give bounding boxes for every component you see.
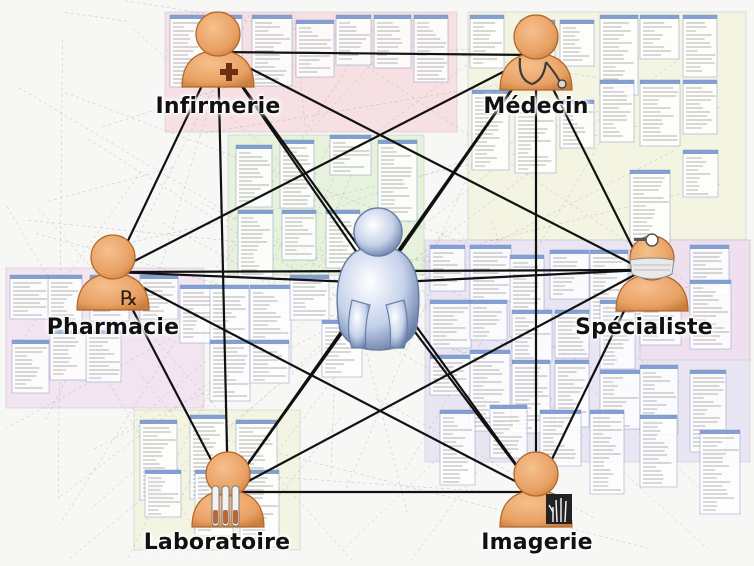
- schema-table: [429, 244, 466, 292]
- schema-table: [9, 274, 50, 320]
- connection-medecin-specialiste: [534, 53, 646, 272]
- specialiste-label: Spécialiste: [575, 315, 713, 340]
- connection-pharmacie-imagerie: [111, 270, 538, 494]
- schema-table: [489, 404, 528, 459]
- schema-table: [209, 339, 251, 402]
- schema-relation-line: [210, 29, 373, 277]
- schema-relation-line: [59, 286, 335, 498]
- schema-relation-line: [259, 100, 627, 237]
- connection-patient-pharmacie: [111, 270, 380, 285]
- schema-table: [237, 209, 274, 278]
- schema-table: [699, 429, 741, 515]
- schema-relation-line: [5, 203, 202, 542]
- schema-table: [11, 339, 50, 394]
- schema-relation-line: [59, 197, 266, 525]
- schema-table: [554, 309, 590, 359]
- connection-infirmerie-specialiste: [216, 50, 646, 272]
- connection-specialiste-laboratoire: [226, 268, 646, 494]
- schema-table: [629, 169, 671, 244]
- schema-relation-line: [214, 232, 445, 443]
- test-tubes-icon: [211, 485, 240, 527]
- schema-relation-line: [61, 11, 128, 22]
- schema-table: [559, 19, 595, 67]
- schema-relation-line: [57, 38, 63, 499]
- schema-table: [439, 409, 476, 486]
- medical-cross-icon: [220, 63, 238, 81]
- schema-relation-line: [22, 171, 141, 340]
- schema-table: [49, 329, 88, 381]
- schema-table: [599, 79, 635, 143]
- schema-table: [589, 409, 625, 495]
- schema-relation-line: [6, 234, 361, 429]
- schema-table: [682, 14, 718, 78]
- schema-table: [682, 79, 718, 135]
- schema-table: [413, 14, 449, 83]
- pharmacie-label: Pharmacie: [46, 315, 180, 340]
- connection-infirmerie-medecin: [216, 50, 538, 57]
- imagerie-label: Imagerie: [481, 530, 593, 555]
- medecin-person-icon: [499, 14, 573, 91]
- schema-table: [144, 469, 182, 518]
- infirmerie-person-icon: [181, 11, 255, 88]
- schema-table: [429, 299, 472, 349]
- schema-table: [251, 14, 293, 87]
- schema-relation-line: [48, 167, 174, 202]
- schema-relation-line: [150, 12, 238, 299]
- schema-relation-line: [199, 74, 561, 135]
- schema-table: [559, 99, 595, 149]
- stethoscope-icon: [518, 57, 567, 89]
- schema-table: [249, 339, 290, 384]
- schema-table: [639, 414, 678, 488]
- schema-table: [235, 144, 273, 208]
- schema-table: [639, 14, 680, 60]
- pharmacie-person-icon: [76, 234, 150, 311]
- schema-table: [373, 14, 412, 69]
- schema-relation-line: [138, 372, 176, 419]
- schema-table: [329, 134, 372, 176]
- schema-table: [469, 244, 512, 302]
- infirmerie-label: Infirmerie: [155, 94, 281, 119]
- schema-table: [289, 274, 330, 321]
- schema-table: [377, 139, 418, 222]
- schema-table: [682, 149, 719, 198]
- rx-symbol-icon: ℞: [120, 286, 138, 310]
- connection-infirmerie-pharmacie: [111, 50, 220, 274]
- schema-table: [469, 299, 508, 341]
- xray-hand-icon: [546, 494, 572, 524]
- surgical-mask-icon: [629, 233, 675, 280]
- schema-table: [281, 209, 317, 261]
- patient-figure-icon: [336, 207, 420, 351]
- schema-table: [639, 79, 681, 147]
- schema-relation-line: [410, 469, 480, 561]
- schema-table: [689, 279, 732, 350]
- schema-table: [335, 14, 372, 66]
- medecin-label: Médecin: [483, 94, 589, 119]
- connection-medecin-pharmacie: [111, 53, 538, 274]
- schema-table: [295, 19, 335, 78]
- laboratoire-label: Laboratoire: [143, 530, 291, 555]
- schema-relation-line: [38, 208, 353, 561]
- schema-table: [469, 14, 505, 69]
- connection-patient-specialiste: [376, 268, 646, 285]
- schema-table: [539, 409, 582, 467]
- schema-table: [85, 329, 122, 383]
